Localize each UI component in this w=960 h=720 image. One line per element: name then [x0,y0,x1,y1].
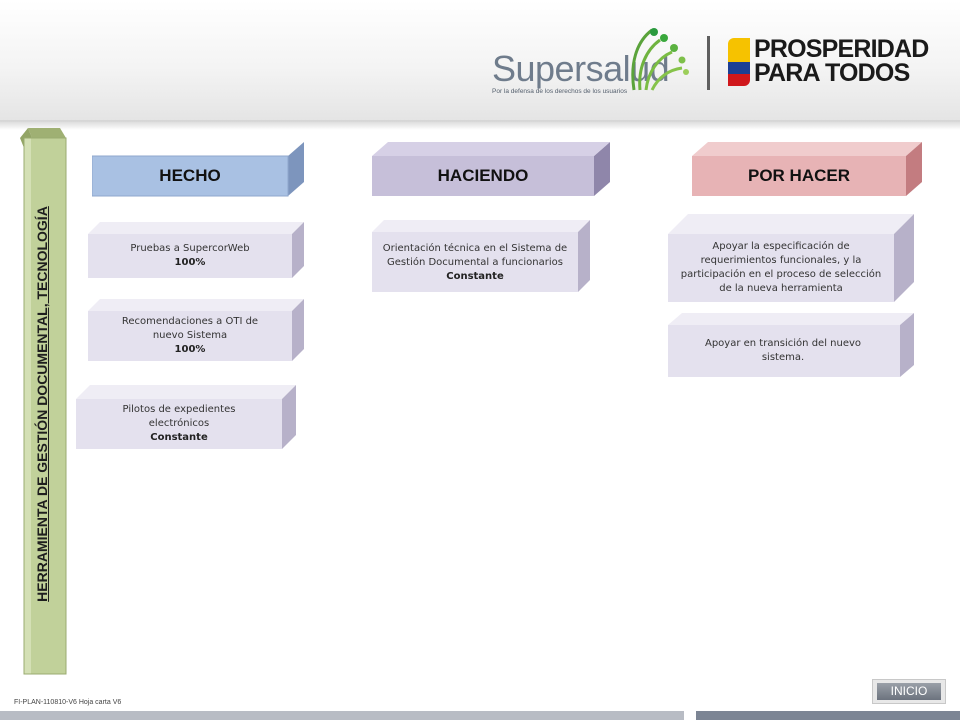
column-title-hecho: HECHO [159,166,221,185]
card-text: Pilotos de expedientes electrónicos [122,404,236,429]
card-text: Pruebas a SupercorWeb [130,243,250,254]
card-text: Apoyar en transición del nuevo sistema. [704,338,862,363]
prosperidad-line1: PROSPERIDAD [754,35,929,63]
prosperidad-logo: PROSPERIDAD PARA TODOS [728,36,933,88]
colombia-flag-icon [728,38,750,86]
inicio-button[interactable]: INICIO [877,683,941,700]
supersalud-tagline: Por la defensa de los derechos de los us… [492,88,628,95]
prosperidad-line2: PARA TODOS [754,59,910,87]
footer-doc-code: FI-PLAN-110810-V6 Hoja carta V6 [14,699,122,706]
header-banner [0,0,960,122]
column-title-por-hacer: POR HACER [747,166,850,185]
header-shadow [0,120,960,130]
logo-divider [707,36,710,90]
sidebar-title: HERRAMIENTA DE GESTIÓN DOCUMENTAL, TECNO… [34,206,50,602]
card-text: Orientación técnica en el Sistema de Ges… [382,243,568,268]
sidebar-3d-bar [20,128,67,675]
inicio-button-frame: INICIO [872,679,946,704]
supersalud-mark-icon [631,28,689,91]
supersalud-logo: Supersalud Por la defensa de los derecho… [488,28,698,98]
card-status: 100% [174,344,206,355]
card-status: 100% [174,257,206,268]
card-text: Apoyar la especificación de requerimient… [680,241,882,294]
card-status: Constante [150,432,208,443]
card-status: Constante [446,271,504,282]
card-text: Recomendaciones a OTI de nuevo Sistema [121,316,259,341]
footer-bar-dark [696,711,960,720]
footer-bar [0,711,684,720]
column-title-haciendo: HACIENDO [437,166,529,185]
